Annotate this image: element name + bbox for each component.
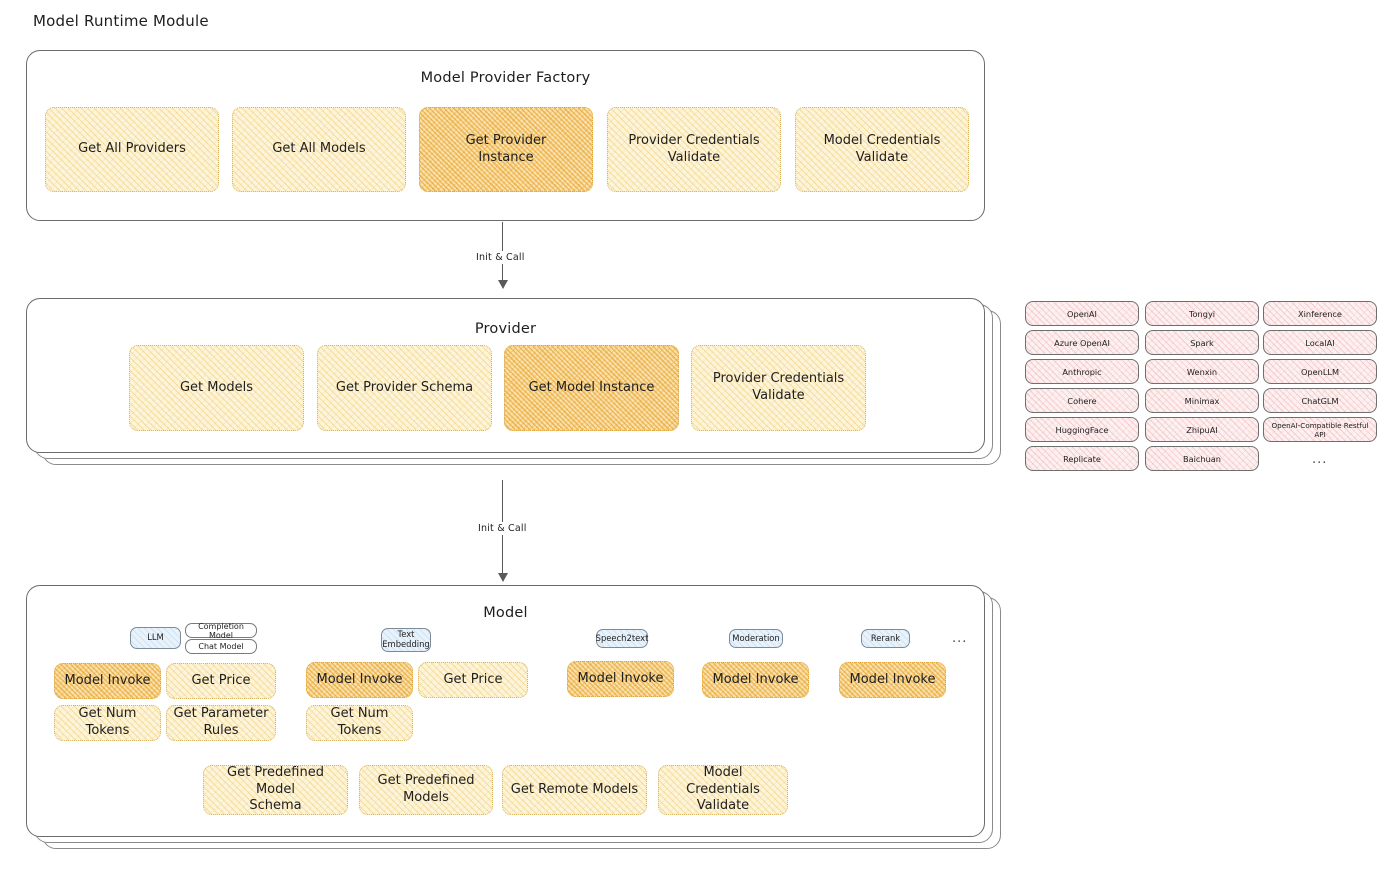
- provider-title: Provider: [474, 321, 537, 337]
- model-title: Model: [483, 605, 528, 621]
- provider-tag-wenxin[interactable]: Wenxin: [1145, 359, 1259, 384]
- provider-item-get-provider-schema[interactable]: Get Provider Schema: [317, 345, 492, 431]
- arrow-provider-to-model-head: [498, 573, 508, 582]
- text-embedding-method-get-price[interactable]: Get Price: [418, 662, 528, 698]
- provider-tag-chatglm[interactable]: ChatGLM: [1263, 388, 1377, 413]
- page-title: Model Runtime Module: [33, 12, 209, 30]
- provider-tag-anthropic[interactable]: Anthropic: [1025, 359, 1139, 384]
- provider-tag-zhipuai[interactable]: ZhipuAI: [1145, 417, 1259, 442]
- factory-item-get-all-providers[interactable]: Get All Providers: [45, 107, 219, 192]
- llm-method-get-num-tokens[interactable]: Get Num Tokens: [54, 705, 161, 741]
- arrow-label-init-and-call-1: Init & Call: [472, 251, 529, 264]
- factory-item-get-all-models[interactable]: Get All Models: [232, 107, 406, 192]
- model-subtag-chat-model[interactable]: Chat Model: [185, 639, 257, 654]
- text-embedding-method-model-invoke[interactable]: Model Invoke: [306, 662, 413, 698]
- speech2text-method-model-invoke[interactable]: Model Invoke: [567, 661, 674, 697]
- model-type-badge-llm[interactable]: LLM: [130, 627, 181, 649]
- arrow-label-init-and-call-2: Init & Call: [474, 522, 531, 535]
- provider-tag-azure-openai[interactable]: Azure OpenAI: [1025, 330, 1139, 355]
- provider-tag-localai[interactable]: LocalAI: [1263, 330, 1377, 355]
- model-shared-get-remote-models[interactable]: Get Remote Models: [502, 765, 647, 815]
- provider-tag-spark[interactable]: Spark: [1145, 330, 1259, 355]
- provider-item-get-models[interactable]: Get Models: [129, 345, 304, 431]
- rerank-method-model-invoke[interactable]: Model Invoke: [839, 662, 946, 698]
- provider-tag-tongyi[interactable]: Tongyi: [1145, 301, 1259, 326]
- text-embedding-method-get-num-tokens[interactable]: Get Num Tokens: [306, 705, 413, 741]
- llm-method-model-invoke[interactable]: Model Invoke: [54, 663, 161, 699]
- model-type-badge-moderation[interactable]: Moderation: [729, 629, 783, 648]
- model-type-badge-speech2text[interactable]: Speech2text: [596, 629, 648, 648]
- provider-tag-openllm[interactable]: OpenLLM: [1263, 359, 1377, 384]
- provider-tag-cohere[interactable]: Cohere: [1025, 388, 1139, 413]
- model-provider-factory-title: Model Provider Factory: [420, 70, 591, 86]
- provider-tag-replicate[interactable]: Replicate: [1025, 446, 1139, 471]
- moderation-method-model-invoke[interactable]: Model Invoke: [702, 662, 809, 698]
- provider-item-get-model-instance[interactable]: Get Model Instance: [504, 345, 679, 431]
- provider-tag-huggingface[interactable]: HuggingFace: [1025, 417, 1139, 442]
- provider-tag-baichuan[interactable]: Baichuan: [1145, 446, 1259, 471]
- model-types-more-ellipsis: ...: [952, 631, 968, 646]
- arrow-factory-to-provider-head: [498, 280, 508, 289]
- provider-tag-minimax[interactable]: Minimax: [1145, 388, 1259, 413]
- llm-method-get-price[interactable]: Get Price: [166, 663, 276, 699]
- model-subtag-completion-model[interactable]: Completion Model: [185, 622, 257, 640]
- provider-tag-openai[interactable]: OpenAI: [1025, 301, 1139, 326]
- provider-tag-xinference[interactable]: Xinference: [1263, 301, 1377, 326]
- model-type-badge-rerank[interactable]: Rerank: [861, 629, 910, 648]
- provider-list-more-ellipsis: ...: [1312, 452, 1328, 467]
- provider-tag-openai-compatible-restful-api[interactable]: OpenAI-Compatible Restful API: [1263, 417, 1377, 442]
